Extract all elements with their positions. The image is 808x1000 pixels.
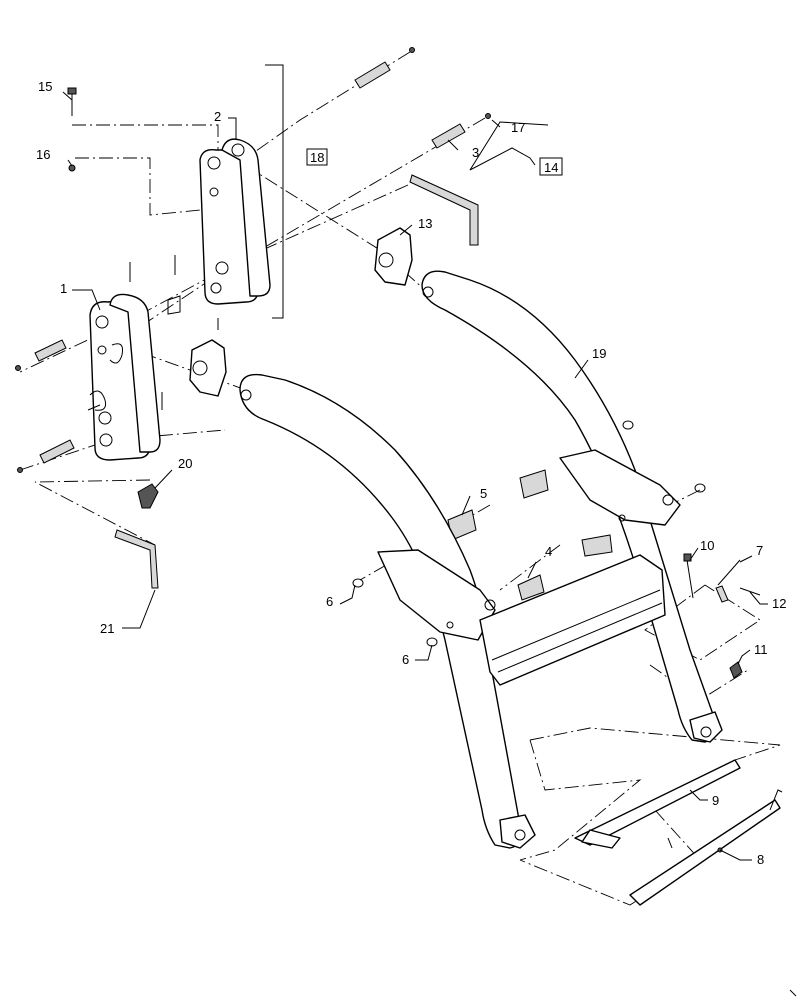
callout-6-upper: 6 [326, 594, 333, 609]
callout-5: 5 [480, 486, 487, 501]
loader-arm-right [421, 270, 723, 743]
callout-10: 10 [700, 538, 714, 553]
callout-20: 20 [178, 456, 192, 471]
callout-box-14 [539, 157, 563, 176]
callout-15: 15 [38, 79, 52, 94]
mount-bracket-left [87, 293, 161, 461]
callout-box-18 [306, 148, 328, 166]
callout-8: 8 [757, 852, 764, 867]
bottom-bars [574, 759, 783, 906]
cross-tube [479, 554, 666, 686]
callout-9: 9 [712, 793, 719, 808]
pins-hardware [15, 47, 761, 679]
callout-19: 19 [592, 346, 606, 361]
group-bracket-18 [265, 64, 284, 319]
callout-21: 21 [100, 621, 114, 636]
callout-12: 12 [772, 596, 786, 611]
corner-mark [789, 989, 797, 997]
callout-18: 18 [310, 150, 324, 165]
callout-4: 4 [545, 544, 552, 559]
loader-arm-left [239, 373, 536, 849]
callout-7: 7 [756, 543, 763, 558]
callout-1: 1 [60, 281, 67, 296]
callout-13: 13 [418, 216, 432, 231]
callout-11: 11 [754, 642, 768, 657]
leader-lines [62, 91, 768, 861]
callout-14: 14 [544, 160, 558, 175]
callout-2: 2 [214, 109, 221, 124]
callout-17: 17 [511, 120, 525, 135]
callout-3: 3 [472, 145, 479, 160]
mount-bracket-upper [199, 138, 271, 305]
callout-16: 16 [36, 147, 50, 162]
callout-6-lower: 6 [402, 652, 409, 667]
